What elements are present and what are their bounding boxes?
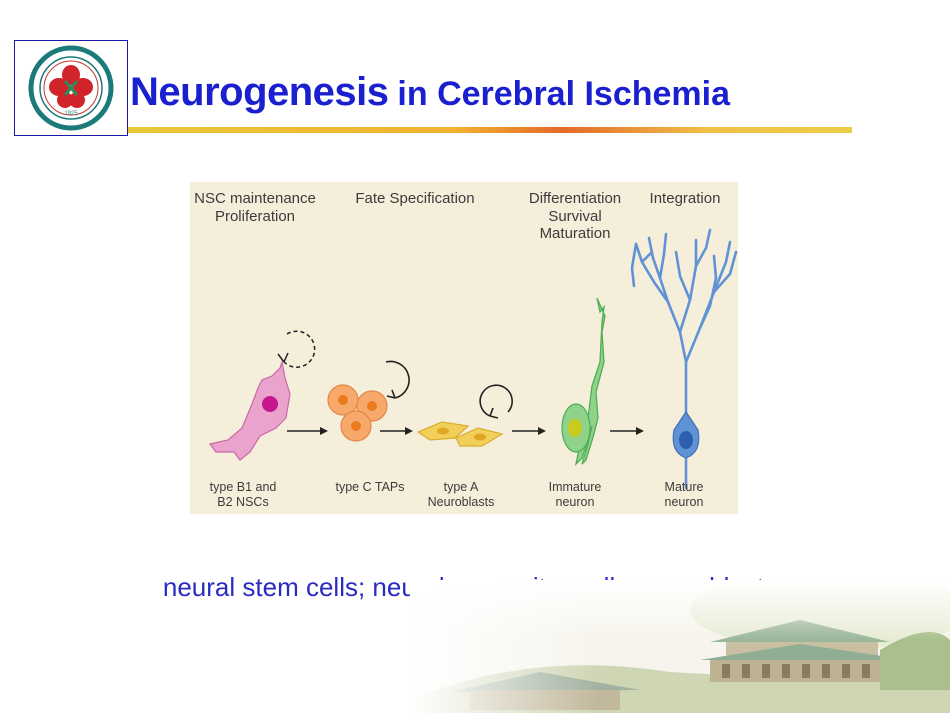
proliferation-arrowhead: [387, 390, 395, 398]
neuroblast-nucleus: [474, 434, 486, 441]
nsc-body: [210, 362, 290, 460]
neuroblast-cells: [418, 385, 512, 446]
neurogenesis-diagram: NSC maintenance Proliferation Fate Speci…: [190, 182, 738, 514]
campus-background-image: [410, 580, 950, 713]
dendrite: [660, 234, 666, 278]
header-integration: Integration: [638, 190, 732, 208]
title-rest: in Cerebral Ischemia: [397, 75, 730, 113]
neuroblast-arrowhead: [490, 408, 498, 418]
dendrite: [686, 242, 730, 362]
tap-cells: [328, 361, 409, 441]
dendrite: [680, 240, 696, 332]
self-renewal-dashed-arrow: [284, 331, 315, 367]
tap-nucleus: [338, 395, 348, 405]
slide-title: Neurogenesis in Cerebral Ischemia: [130, 70, 730, 115]
immature-neuron: [562, 298, 605, 464]
immature-nucleus: [568, 419, 582, 437]
mature-nucleus: [679, 431, 693, 449]
title-main: Neurogenesis: [130, 70, 389, 114]
title-underline: [128, 127, 852, 133]
label-type-a-neuroblasts: type A Neuroblasts: [416, 480, 506, 510]
label-type-c-taps: type C TAPs: [326, 480, 414, 495]
label-immature-neuron: Immature neuron: [534, 480, 616, 510]
university-seal-icon: 1925: [15, 41, 127, 135]
nsc-cell: [210, 331, 315, 460]
tap-nucleus: [351, 421, 361, 431]
diagram-illustration: [190, 182, 738, 514]
label-type-b-nscs: type B1 and B2 NSCs: [200, 480, 286, 510]
neuroblast-loop-arrow: [480, 385, 512, 416]
header-fate-specification: Fate Specification: [345, 190, 485, 208]
nsc-nucleus: [262, 396, 278, 412]
seal-year: 1925: [64, 111, 78, 117]
arrow-4: [610, 427, 644, 435]
header-differentiation: Differentiation Survival Maturation: [517, 190, 633, 243]
neuroblast-nucleus: [437, 428, 449, 435]
arrow-3: [512, 427, 546, 435]
tap-nucleus: [367, 401, 377, 411]
mature-soma-group: [673, 412, 699, 458]
dashed-arrowhead: [278, 353, 288, 362]
university-logo: 1925: [14, 40, 128, 136]
arrow-1: [287, 427, 328, 435]
proliferation-arrow: [386, 361, 409, 398]
header-nsc-maintenance: NSC maintenance Proliferation: [192, 190, 318, 225]
dendrite: [642, 252, 652, 262]
arrow-2: [380, 427, 413, 435]
dendrite: [676, 252, 690, 300]
dendrite: [696, 230, 710, 266]
dendrite: [632, 244, 636, 286]
label-mature-neuron: Mature neuron: [646, 480, 722, 510]
